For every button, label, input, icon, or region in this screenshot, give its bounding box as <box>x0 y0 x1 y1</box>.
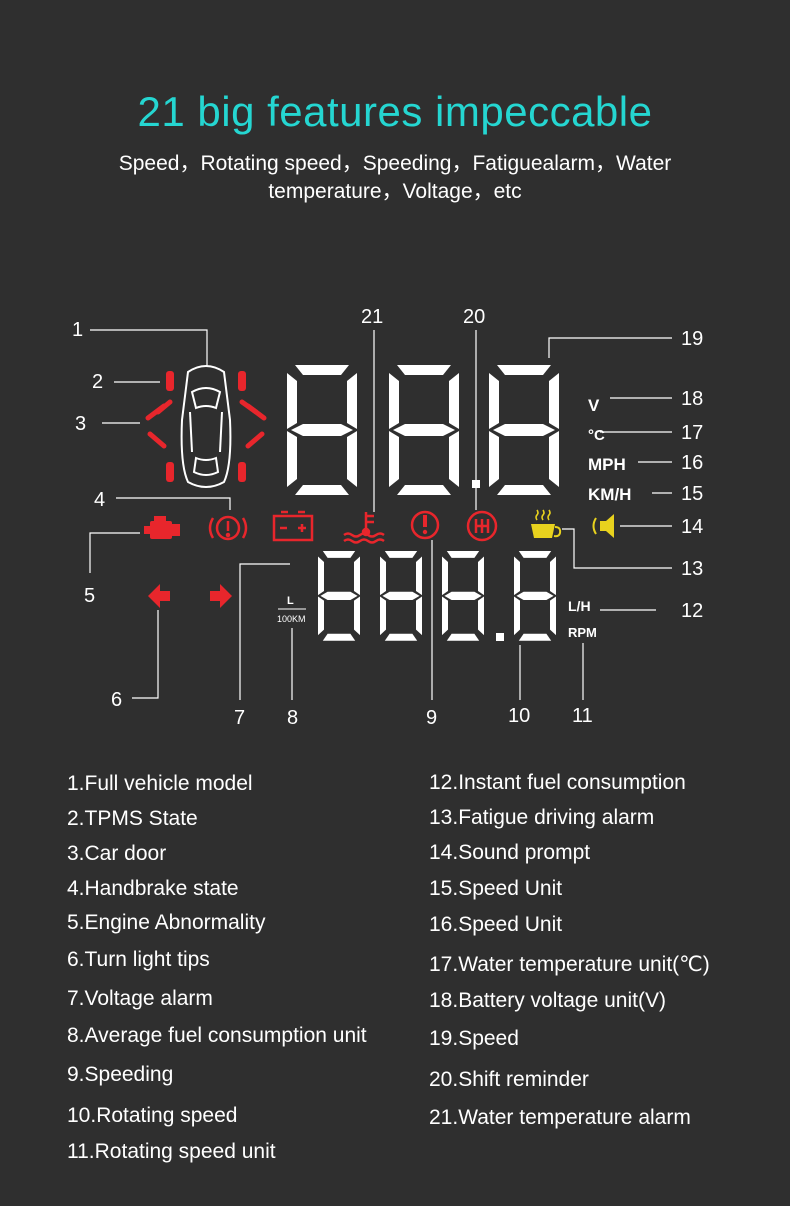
water-temperature-icon <box>343 512 385 544</box>
speed-display <box>287 365 559 495</box>
unit-rpm: RPM <box>568 625 597 640</box>
callout-21: 21 <box>361 306 383 328</box>
list-item: 20.Shift reminder <box>429 1068 589 1091</box>
list-item: 11.Rotating speed unit <box>67 1140 276 1163</box>
list-item: 4.Handbrake state <box>67 877 239 900</box>
page-title: 21 big features impeccable <box>137 88 653 135</box>
callout-17: 17 <box>681 422 703 444</box>
unit-100km: 100KM <box>277 614 306 624</box>
callout-20: 20 <box>463 306 485 328</box>
callout-lines <box>89 329 672 700</box>
callout-18: 18 <box>681 388 703 410</box>
list-item: 14.Sound prompt <box>429 841 591 864</box>
car-outline-icon <box>180 365 232 488</box>
callout-19: 19 <box>681 328 703 350</box>
list-item: 17.Water temperature unit(℃) <box>429 953 710 976</box>
list-item: 2.TPMS State <box>67 807 198 830</box>
speeding-warning-icon <box>410 510 440 540</box>
list-item: 19.Speed <box>429 1027 519 1050</box>
unit-kmh: KM/H <box>588 485 631 504</box>
list-item: 5.Engine Abnormality <box>67 911 266 934</box>
callout-12: 12 <box>681 600 703 622</box>
callout-2: 2 <box>92 371 103 393</box>
list-item: 6.Turn light tips <box>67 948 210 971</box>
callout-1: 1 <box>72 319 83 341</box>
list-item: 9.Speeding <box>67 1063 174 1086</box>
list-item: 3.Car door <box>67 842 167 865</box>
list-item: 21.Water temperature alarm <box>429 1106 691 1129</box>
callout-6: 6 <box>111 689 122 711</box>
tpms-light-icon <box>166 371 246 482</box>
unit-volt: V <box>588 396 600 415</box>
callout-10: 10 <box>508 705 530 727</box>
unit-mph: MPH <box>588 455 626 474</box>
coffee-cup-icon <box>531 509 562 538</box>
list-item: 1.Full vehicle model <box>67 772 253 795</box>
lower-display <box>318 551 556 641</box>
callout-16: 16 <box>681 452 703 474</box>
speaker-icon <box>592 514 614 538</box>
list-item: 7.Voltage alarm <box>67 987 213 1010</box>
callout-14: 14 <box>681 516 703 538</box>
unit-celsius: °C <box>588 427 605 444</box>
callout-7: 7 <box>234 707 245 729</box>
callout-9: 9 <box>426 707 437 729</box>
callout-13: 13 <box>681 558 703 580</box>
callout-11: 11 <box>572 705 593 727</box>
callout-5: 5 <box>84 585 95 607</box>
callout-numbers: 1 2 3 4 5 6 7 8 9 10 11 12 13 14 15 16 1… <box>72 306 703 729</box>
battery-icon <box>272 510 314 542</box>
list-item: 12.Instant fuel consumption <box>429 771 686 794</box>
callout-8: 8 <box>287 707 298 729</box>
engine-icon <box>144 516 180 539</box>
list-item: 16.Speed Unit <box>429 913 563 936</box>
list-item: 8.Average fuel consumption unit <box>67 1024 367 1047</box>
list-item: 10.Rotating speed <box>67 1104 238 1127</box>
shift-reminder-icon <box>466 510 498 542</box>
hud-diagram: 1 2 3 4 5 6 7 8 9 10 11 12 13 14 15 16 1… <box>72 306 703 729</box>
list-item: 13.Fatigue driving alarm <box>429 806 655 829</box>
car-door-icon <box>145 399 267 449</box>
handbrake-icon <box>208 515 248 541</box>
turn-right-icon <box>210 584 232 608</box>
list-item: 18.Battery voltage unit(V) <box>429 989 666 1012</box>
page-subtitle: Speed，Rotating speed，Speeding，Fatigueala… <box>118 152 672 203</box>
unit-l: L <box>287 595 294 607</box>
callout-3: 3 <box>75 413 86 435</box>
callout-4: 4 <box>94 489 105 511</box>
list-item: 15.Speed Unit <box>429 877 563 900</box>
unit-lph: L/H <box>568 598 591 614</box>
turn-left-icon <box>148 584 170 608</box>
callout-15: 15 <box>681 483 703 505</box>
